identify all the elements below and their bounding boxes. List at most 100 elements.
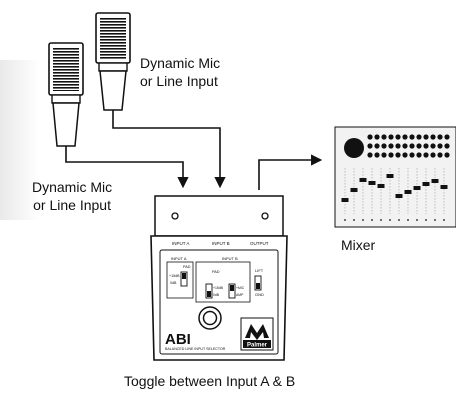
mixer-icon bbox=[334, 126, 456, 228]
svg-text:Palmer: Palmer bbox=[247, 343, 268, 349]
pad-b-option-2: 0dB bbox=[213, 293, 220, 297]
footswitch-button[interactable] bbox=[198, 306, 222, 330]
mixer-knob bbox=[409, 152, 415, 158]
mixer-knob bbox=[430, 152, 436, 158]
pad-a-option-2: 0dB bbox=[170, 281, 177, 285]
mixer-dot bbox=[353, 219, 355, 221]
mic-a-label: Dynamic Mic or Line Input bbox=[140, 54, 220, 90]
mixer-knob bbox=[409, 143, 415, 149]
mic-b-label: Dynamic Mic or Line Input bbox=[32, 178, 112, 214]
mixer-fader-cap bbox=[377, 184, 385, 188]
mixer-knob bbox=[437, 152, 443, 158]
mixer-knob bbox=[416, 143, 422, 149]
mixer-dot bbox=[344, 219, 346, 221]
mic-b-label-line-2: or Line Input bbox=[33, 197, 111, 213]
mixer-dot bbox=[443, 219, 445, 221]
mixer-dot bbox=[398, 219, 400, 221]
mixer-knob bbox=[423, 134, 429, 140]
mixer-label: Mixer bbox=[341, 237, 376, 253]
mixer-dot bbox=[407, 219, 409, 221]
mixer-knob bbox=[409, 134, 415, 140]
mixer-knob bbox=[367, 134, 373, 140]
pad-b-label: PAD bbox=[212, 270, 220, 274]
mixer-dot bbox=[434, 219, 436, 221]
mixer-knob bbox=[437, 134, 443, 140]
mixer-fader-cap bbox=[413, 186, 421, 190]
mixer-knob bbox=[388, 134, 394, 140]
caption: Toggle between Input A & B bbox=[124, 373, 296, 389]
mixer-fader-cap bbox=[440, 185, 448, 189]
mic-amp-option-2: AMP bbox=[236, 293, 244, 297]
mixer-fader-cap bbox=[341, 198, 349, 202]
mixer-fader-cap bbox=[359, 178, 367, 182]
cable-mic-b bbox=[65, 146, 189, 189]
mixer-knob bbox=[381, 134, 387, 140]
mixer-knob bbox=[444, 143, 450, 149]
mixer-knob bbox=[388, 143, 394, 149]
lift-label: LIFT bbox=[255, 268, 264, 273]
mixer-knob bbox=[395, 143, 401, 149]
mixer-knob bbox=[374, 143, 380, 149]
mixer-knob bbox=[395, 152, 401, 158]
mixer-fader-cap bbox=[422, 182, 430, 186]
mixer-knob bbox=[367, 152, 373, 158]
mic-amp-option-1: +MIC bbox=[236, 286, 245, 290]
palmer-logo: Palmer bbox=[240, 317, 274, 351]
mixer-knob bbox=[395, 134, 401, 140]
mixer-knob bbox=[402, 143, 408, 149]
mixer-knob bbox=[381, 152, 387, 158]
mixer-knob bbox=[402, 134, 408, 140]
mixer-dot bbox=[371, 219, 373, 221]
mixer-dot bbox=[362, 219, 364, 221]
mixer-fader-cap bbox=[431, 179, 439, 183]
mixer-dot bbox=[416, 219, 418, 221]
gnd-label: GND bbox=[255, 292, 264, 297]
abi-device: INPUT A INPUT B OUTPUT INPUT A PAD +15dB… bbox=[150, 195, 288, 361]
mixer-knob bbox=[416, 134, 422, 140]
mixer-knob bbox=[374, 134, 380, 140]
model-name: ABI bbox=[165, 331, 191, 348]
mixer-knob bbox=[388, 152, 394, 158]
mixer-knob bbox=[437, 143, 443, 149]
microphone-b-icon bbox=[48, 42, 84, 147]
mixer-fader-cap bbox=[386, 174, 394, 178]
background-shade bbox=[0, 60, 40, 220]
cable-output bbox=[258, 154, 323, 190]
mixer-knob bbox=[402, 152, 408, 158]
mic-b-label-line-1: Dynamic Mic bbox=[32, 179, 113, 195]
mixer-dot bbox=[389, 219, 391, 221]
mixer-knob bbox=[367, 143, 373, 149]
mic-a-label-line-1: Dynamic Mic bbox=[140, 55, 221, 71]
pad-a-label: PAD bbox=[183, 265, 191, 269]
pad-b-option-1: +15dB bbox=[213, 286, 224, 290]
section-b-frame bbox=[195, 261, 251, 303]
mixer-dot bbox=[425, 219, 427, 221]
mixer-knob bbox=[430, 134, 436, 140]
section-a-frame bbox=[166, 261, 194, 299]
mixer-fader-cap bbox=[350, 188, 358, 192]
cable-mic-a bbox=[112, 110, 226, 189]
mixer-knob bbox=[374, 152, 380, 158]
section-a-label: INPUT A bbox=[171, 256, 187, 261]
mixer-knob bbox=[444, 134, 450, 140]
model-subtitle: BALANCED LINE INPUT SELECTOR bbox=[165, 347, 226, 351]
mixer-knob bbox=[381, 143, 387, 149]
mixer-fader-cap bbox=[404, 190, 412, 194]
mic-a-label-line-2: or Line Input bbox=[140, 73, 218, 89]
section-b-label: INPUT B bbox=[222, 256, 238, 261]
mixer-dot bbox=[380, 219, 382, 221]
jack-label-input-b: INPUT B bbox=[212, 241, 230, 246]
mixer-knob bbox=[430, 143, 436, 149]
pad-a-option-1: +15dB bbox=[169, 274, 180, 278]
mixer-knob bbox=[423, 143, 429, 149]
jack-label-output: OUTPUT bbox=[250, 241, 269, 246]
mixer-fader-cap bbox=[368, 181, 376, 185]
mixer-knob bbox=[416, 152, 422, 158]
mixer-fader-cap bbox=[395, 194, 403, 198]
jack-label-input-a: INPUT A bbox=[172, 241, 189, 246]
mixer-knob bbox=[444, 152, 450, 158]
microphone-a-icon bbox=[95, 12, 131, 111]
mixer-knob bbox=[423, 152, 429, 158]
